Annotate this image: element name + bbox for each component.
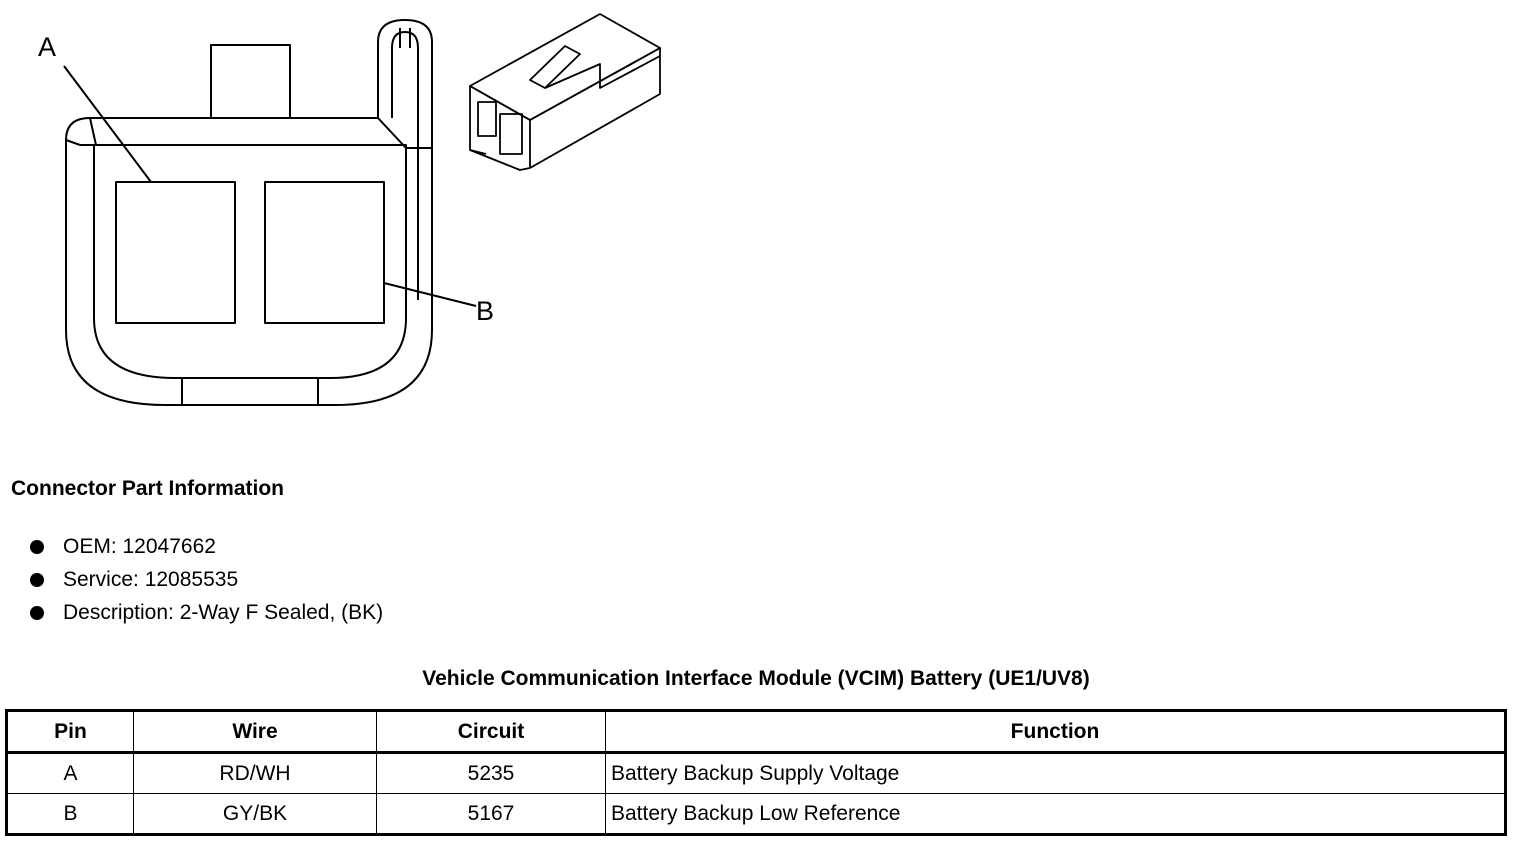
iso-cavity-b — [499, 113, 523, 155]
cavity-b — [264, 181, 385, 324]
cell-wire: RD/WH — [133, 752, 377, 794]
latch-ramp — [529, 45, 581, 89]
connector-diagram — [63, 13, 661, 406]
info-item-oem: OEM: 12047662 — [28, 530, 383, 563]
cell-circuit: 5167 — [376, 793, 606, 835]
header-wire: Wire — [133, 710, 377, 754]
cell-function: Battery Backup Low Reference — [605, 793, 1506, 835]
info-item-description: Description: 2-Way F Sealed, (BK) — [28, 596, 383, 629]
connector-latch — [210, 44, 291, 118]
leader-line-a — [63, 65, 152, 183]
bullet-icon — [30, 605, 44, 620]
leader-line-b — [383, 282, 477, 307]
table-header-row: Pin Wire Circuit Function — [6, 710, 1506, 754]
header-pin: Pin — [6, 710, 134, 754]
table-row: B GY/BK 5167 Battery Backup Low Referenc… — [6, 793, 1506, 835]
table-row: A RD/WH 5235 Battery Backup Supply Volta… — [6, 752, 1506, 794]
cell-circuit: 5235 — [376, 752, 606, 794]
connector-lock-tab — [377, 19, 433, 300]
connector-info-list: OEM: 12047662 Service: 12085535 Descript… — [28, 530, 383, 629]
connector-iso-view — [469, 13, 661, 171]
table-title: Vehicle Communication Interface Module (… — [422, 667, 1090, 690]
info-item-text: Description: 2-Way F Sealed, (BK) — [63, 600, 384, 624]
connector-housing-inner — [80, 144, 407, 379]
bullet-icon — [30, 539, 44, 554]
pinout-table: Pin Wire Circuit Function A RD/WH 5235 B… — [5, 709, 1507, 836]
cell-function: Battery Backup Supply Voltage — [605, 752, 1506, 794]
connector-face-view — [63, 19, 477, 406]
cell-pin: B — [6, 793, 134, 835]
callout-label-a: A — [38, 32, 57, 62]
connector-keyway — [181, 378, 319, 405]
cell-wire: GY/BK — [133, 793, 377, 835]
info-item-text: OEM: 12047662 — [63, 534, 216, 558]
info-item-text: Service: 12085535 — [63, 567, 239, 591]
header-function: Function — [605, 710, 1506, 754]
cavity-a — [115, 181, 236, 324]
iso-cavity-a — [477, 101, 497, 137]
bullet-icon — [30, 572, 44, 587]
callout-label-b: B — [476, 296, 495, 326]
connector-info-heading: Connector Part Information — [11, 477, 285, 500]
info-item-service: Service: 12085535 — [28, 563, 383, 596]
header-circuit: Circuit — [376, 710, 606, 754]
connector-housing-outer — [65, 117, 433, 406]
cell-pin: A — [6, 752, 134, 794]
